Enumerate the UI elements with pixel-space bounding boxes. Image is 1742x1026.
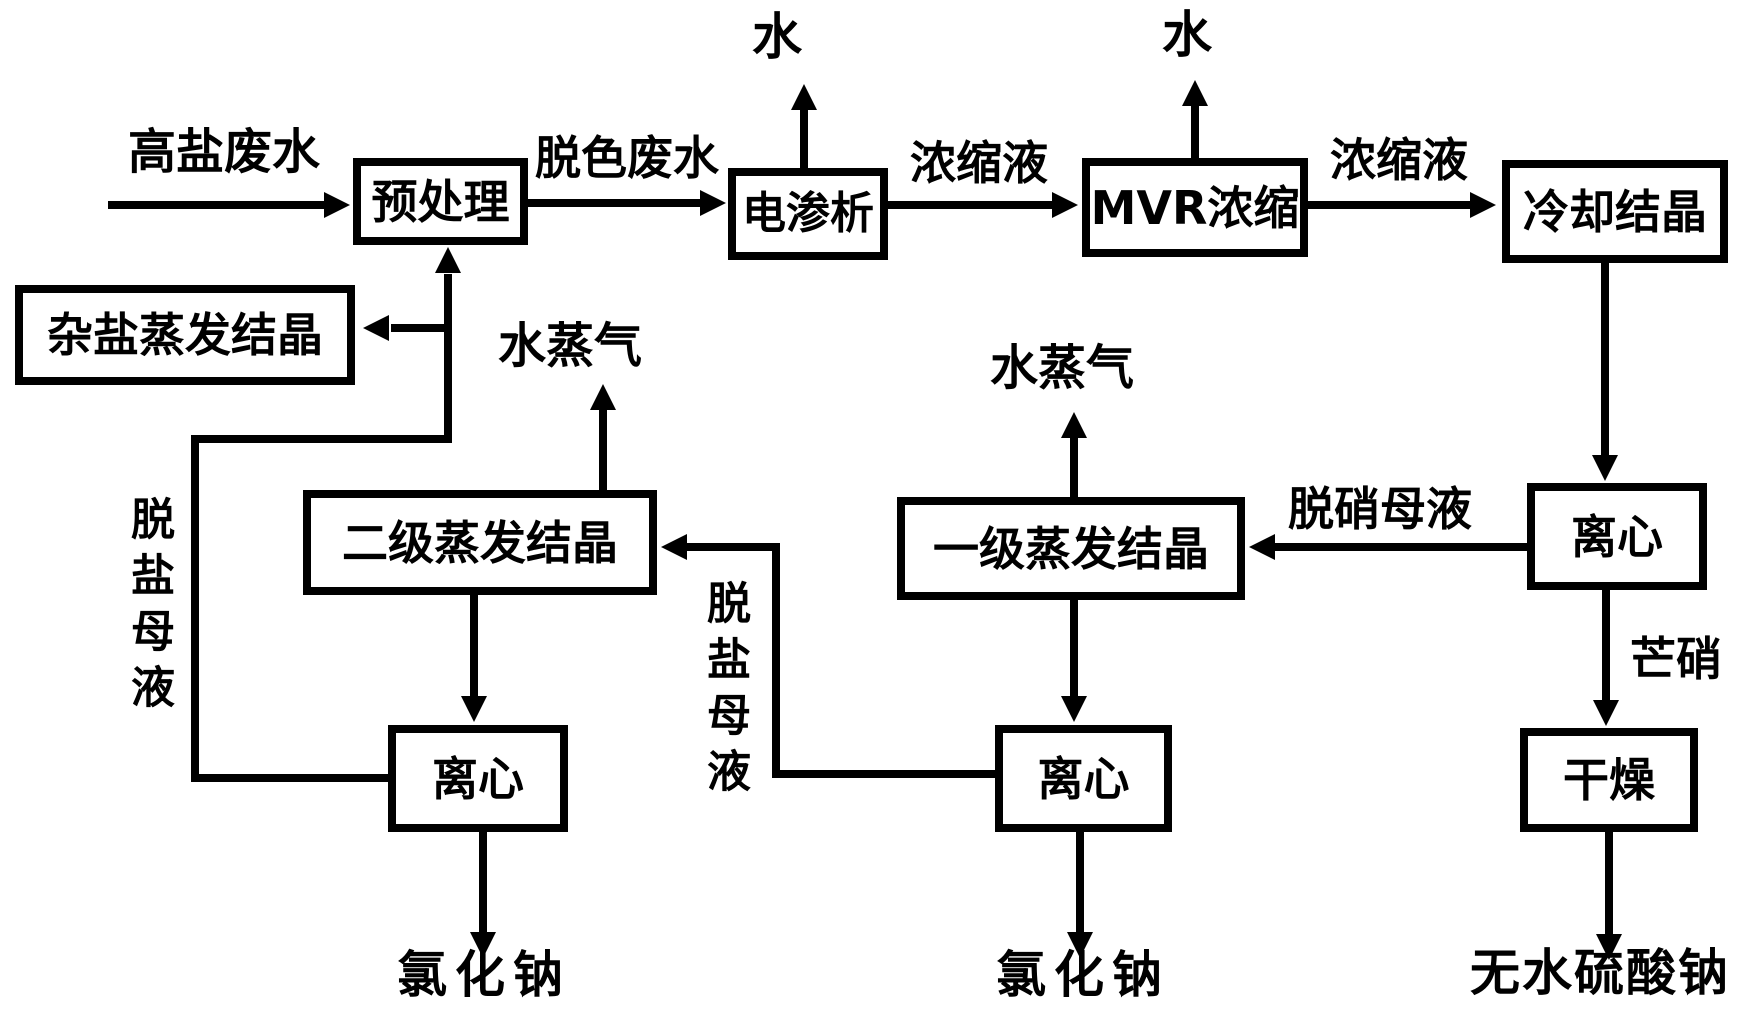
connector-liquor-middle-vertical [772,543,780,778]
arrowhead-to-centrifuge-middle-icon [1061,696,1087,722]
connector-centrifuge-left-to-nacl [479,832,487,932]
node-primary-evaporation: 一级蒸发结晶 [897,497,1245,600]
arrowhead-to-electrodialysis-icon [700,190,726,216]
arrowhead-feed-right-icon [324,192,350,218]
connector-secondary-to-centrifuge-left [470,595,478,696]
arrowhead-to-pretreatment-icon [435,247,461,273]
arrowhead-to-centrifuge-right-icon [1592,455,1618,481]
connector-loop-left-vertical [191,435,199,782]
label-concentrate-1: 浓缩液 [910,136,1048,190]
connector-pretreatment-to-electrodialysis [528,199,700,207]
node-centrifuge-right: 离心 [1527,483,1707,590]
connector-loop-bottom [191,774,392,782]
arrowhead-to-drying-icon [1593,700,1619,726]
connector-centrifuge-right-to-drying [1602,590,1610,700]
node-pretreatment: 预处理 [353,158,528,245]
arrowhead-sodium-sulfate-icon [1596,934,1622,960]
label-steam-left: 水蒸气 [498,318,643,374]
node-drying: 干燥 [1520,728,1698,832]
arrowhead-to-primary-evaporation-icon [1249,534,1275,560]
connector-mvr-to-cooling [1308,201,1470,209]
node-electrodialysis: 电渗析 [728,168,888,260]
connector-branch-mixed-salt [391,324,452,332]
connector-drying-to-product [1605,832,1613,934]
arrowhead-to-secondary-evaporation-icon [661,534,687,560]
connector-cooling-to-centrifuge-right [1601,263,1609,455]
node-centrifuge-left: 离心 [388,725,568,832]
arrowhead-steam-right-up-icon [1061,412,1087,438]
connector-feed [108,201,324,209]
node-centrifuge-middle: 离心 [995,725,1172,832]
connector-mvr-water [1191,106,1199,158]
label-nacl-middle: 氯化钠 [996,946,1170,1004]
arrowhead-to-centrifuge-left-icon [461,696,487,722]
connector-loop-up-vertical [444,274,452,443]
arrowhead-steam-left-up-icon [590,384,616,410]
connector-centrifuge-middle-to-nacl [1076,832,1084,932]
connector-primary-to-centrifuge-middle [1070,600,1078,696]
label-desalt-liquor-left: 脱盐母液 [123,496,174,720]
connector-electrodialysis-water [800,110,808,168]
node-mvr-concentration: MVR浓缩 [1082,158,1308,257]
node-secondary-evaporation: 二级蒸发结晶 [303,490,657,595]
label-water-1: 水 [752,8,802,66]
label-decolorized-wastewater: 脱色废水 [535,131,719,185]
label-steam-right: 水蒸气 [990,340,1135,396]
label-water-2: 水 [1162,6,1212,64]
label-desalt-liquor-middle: 脱盐母液 [699,580,750,804]
arrowhead-nacl-middle-icon [1067,932,1093,958]
label-anhydrous-sodium-sulfate: 无水硫酸钠 [1470,944,1730,1002]
arrowhead-nacl-left-icon [470,932,496,958]
label-mirabilite: 芒硝 [1630,632,1722,686]
connector-loop-top-horizontal [191,435,452,443]
label-feed: 高盐废水 [128,124,321,180]
connector-liquor-middle-to-secondary [687,543,776,551]
connector-centrifuge-right-to-primary [1275,543,1527,551]
arrowhead-water1-up-icon [791,84,817,110]
arrowhead-to-mvr-icon [1052,192,1078,218]
arrowhead-to-cooling-icon [1470,192,1496,218]
arrowhead-to-mixed-salt-icon [363,315,389,341]
connector-liquor-middle-horizontal [772,770,995,778]
label-concentrate-2: 浓缩液 [1330,133,1468,187]
connector-primary-steam [1070,438,1078,497]
label-denitration-mother-liquor: 脱硝母液 [1288,482,1472,536]
connector-electrodialysis-to-mvr [888,201,1052,209]
arrowhead-water2-up-icon [1182,80,1208,106]
node-cooling-crystallization: 冷却结晶 [1502,160,1728,263]
node-mixed-salt-evaporation: 杂盐蒸发结晶 [15,285,355,385]
label-nacl-left: 氯化钠 [397,946,571,1004]
connector-secondary-steam [599,410,607,490]
